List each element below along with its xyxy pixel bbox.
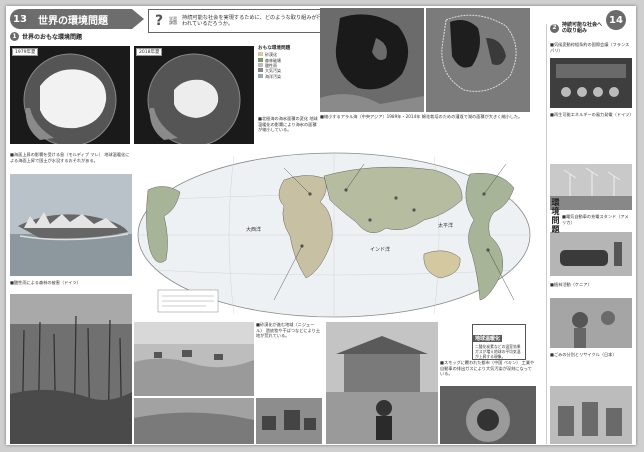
problem-legend: おもな環境問題 砂漠化 森林破壊 酸性雨 大気汚染 海洋汚染 <box>258 46 314 79</box>
aral-2014-image <box>426 8 530 112</box>
section-heading: 1 世界のおもな環境問題 <box>10 32 82 41</box>
desert-image <box>134 322 254 396</box>
column-divider <box>546 24 547 444</box>
right-item-caption: ■気候変動枠組条約の国際会議（フランス パリ） <box>550 42 630 53</box>
desert-caption: ■砂漠化が進む地域（ニジェール） 過放牧や干ばつなどにより土地が荒れている。 <box>256 322 321 339</box>
left-page-title: 世界の環境問題 <box>12 9 144 29</box>
right-item-caption: ■電気自動車の充電スタンド（アメリカ） <box>562 214 629 225</box>
section-number: 1 <box>10 32 19 41</box>
maldives-image <box>10 174 132 276</box>
acid-rain-photo <box>10 294 132 444</box>
aral-caption: ■縮小するアラル海（中央アジア）1989年・2014年 綿花栽培のための灌漑で湖… <box>320 114 523 119</box>
question-mark-icon: ? <box>154 13 164 29</box>
arctic-2018-photo: 2018年夏 <box>134 46 254 144</box>
keyword-title: 地球温暖化 <box>473 335 503 342</box>
legend-item: 森林破壊 <box>258 57 314 63</box>
atlas-spread: 13 世界の環境問題 ? 学習課題 持続可能な社会を実現するために、どのような取… <box>6 6 636 445</box>
aral-1989-photo <box>320 8 424 112</box>
world-map-image <box>137 152 531 318</box>
ev-image <box>550 232 632 276</box>
aral-1989-image <box>320 8 424 112</box>
arctic-caption: ■北極海の海氷面積の変化 地球温暖化の影響により海氷の面積が縮小している。 <box>258 116 318 133</box>
beijing-smog-photo <box>326 322 438 444</box>
right-section-number: 2 <box>550 23 559 33</box>
desert-image-2 <box>134 398 254 444</box>
paris-conference-image <box>550 58 632 108</box>
ozone-photo <box>440 386 536 444</box>
legend-item: 砂漠化 <box>258 52 314 57</box>
right-item-caption: ■植林活動（ケニア） <box>550 282 592 287</box>
year-label-left: 1979年夏 <box>12 48 39 56</box>
right-page-number: 14 <box>606 10 626 30</box>
maldives-caption: ■海面上昇の影響を受ける島（モルディブ マレ） 地球温暖化による海面上昇で国土が… <box>10 152 130 163</box>
tree-planting-image <box>550 298 632 348</box>
section-title: 世界のおもな環境問題 <box>22 34 83 41</box>
aral-2014-photo <box>426 8 530 112</box>
beijing-smog-image <box>326 322 438 444</box>
ocean-label-atlantic: 大西洋 <box>246 227 262 233</box>
maldives-photo <box>10 174 132 276</box>
vertical-theme-title: 環境問題 <box>551 198 560 234</box>
right-section-title: 2 持続可能な社会への取り組み <box>550 22 606 34</box>
recycling-photo <box>550 386 632 444</box>
acid-rain-caption: ■酸性雨による森林の被害（ドイツ） <box>10 280 81 285</box>
desert-photo <box>134 322 254 396</box>
year-label-right: 2018年夏 <box>136 48 163 56</box>
paris-conference-photo <box>550 58 632 108</box>
tree-planting-photo <box>550 298 632 348</box>
arctic-1979-photo: 1979年夏 <box>10 46 130 144</box>
arctic-2018-image <box>147 53 241 144</box>
acid-rain-image <box>10 294 132 444</box>
legend-title: おもな環境問題 <box>258 46 291 51</box>
keyword-box: 地球温暖化 二酸化炭素などの温室効果ガスが増え地球の平均気温が上昇する現象。 <box>472 324 526 360</box>
ozone-image <box>440 386 536 444</box>
arctic-1979-image <box>23 53 117 144</box>
smog-caption: ■スモッグに覆われた都市（中国 ペキン） 工業や自動車の排出ガスにより大気汚染が… <box>440 360 535 377</box>
wind-turbine-photo <box>550 164 632 210</box>
legend-item: 大気汚染 <box>258 68 314 73</box>
desert-photo-3 <box>256 398 322 444</box>
desert-image-3 <box>256 398 322 444</box>
world-map: インド洋 太平洋 大西洋 <box>134 150 534 320</box>
legend-item: 酸性雨 <box>258 62 314 68</box>
question-box: ? 学習課題 持続可能な社会を実現するために、どのような取り組みが行われているだ… <box>148 9 330 33</box>
desert-photo-2 <box>134 398 254 444</box>
question-text: 持続可能な社会を実現するために、どのような取り組みが行われているだろうか。 <box>182 14 322 28</box>
recycling-image <box>550 386 632 444</box>
question-tag: 学習課題 <box>169 15 177 25</box>
keyword-text: 二酸化炭素などの温室効果ガスが増え地球の平均気温が上昇する現象。 <box>475 344 521 359</box>
legend-item: 海洋汚染 <box>258 73 314 79</box>
right-item-caption: ■再生可能エネルギーの風力発電（ドイツ） <box>550 112 632 117</box>
left-page-number: 13 <box>10 9 30 29</box>
ocean-label-pacific: 太平洋 <box>438 223 454 229</box>
ocean-label-indian: インド洋 <box>370 247 391 253</box>
wind-turbine-image <box>550 164 632 210</box>
ev-photo <box>550 232 632 276</box>
right-item-caption: ■ごみの分別とリサイクル（日本） <box>550 352 617 357</box>
